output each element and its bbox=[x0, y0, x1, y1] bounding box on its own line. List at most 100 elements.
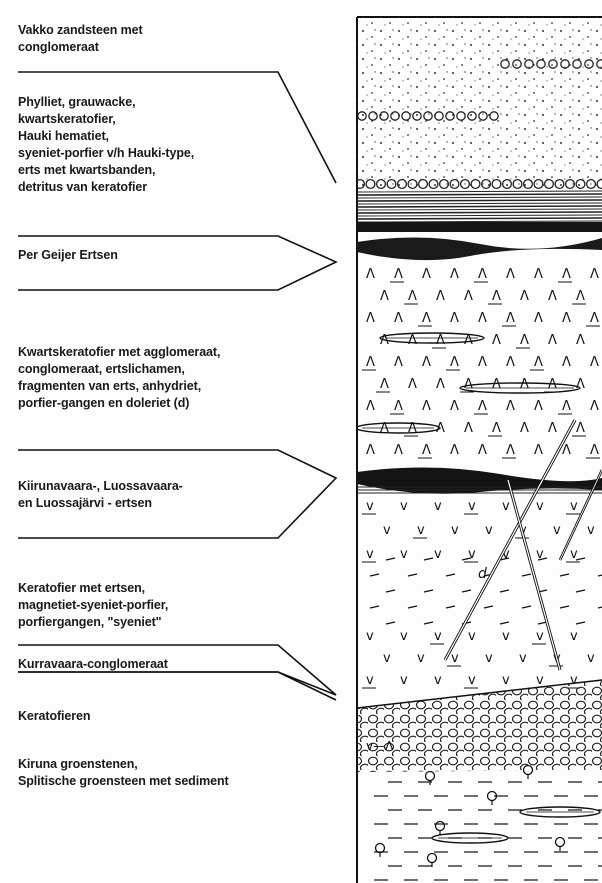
dash bbox=[446, 574, 455, 576]
band-line bbox=[357, 206, 602, 207]
keratophyre-symbol: v bbox=[434, 673, 442, 688]
greenstone-circle bbox=[556, 838, 565, 847]
layer-vakko-sandstone bbox=[357, 17, 602, 187]
keratophyre-symbol: v bbox=[536, 673, 544, 688]
label-keratofieren: Keratofieren bbox=[18, 708, 90, 725]
andesite-symbol: Λ bbox=[548, 289, 557, 304]
dash bbox=[370, 574, 379, 576]
andesite-symbol: Λ bbox=[394, 399, 403, 414]
keratophyre-symbol: v bbox=[366, 499, 374, 514]
andesite-symbol: Λ bbox=[520, 377, 529, 392]
andesite-symbol: Λ bbox=[450, 443, 459, 458]
andesite-symbol: Λ bbox=[408, 289, 417, 304]
keratophyre-symbol: v bbox=[366, 629, 374, 644]
band-line bbox=[357, 221, 602, 222]
keratophyre-symbol: v bbox=[587, 523, 595, 538]
andesite-symbol: Λ bbox=[422, 399, 431, 414]
leader-line-5 bbox=[18, 672, 336, 700]
dolerite-marker: d bbox=[478, 566, 487, 582]
keratophyre-symbol: v bbox=[485, 651, 493, 666]
greenstone-circle bbox=[426, 772, 435, 781]
dash bbox=[576, 622, 585, 624]
andesite-symbol: Λ bbox=[394, 443, 403, 458]
andesite-symbol: Λ bbox=[590, 267, 599, 282]
label-kiirunavaara: Kiirunavaara-, Luossavaara- en Luossajär… bbox=[18, 478, 183, 512]
keratophyre-symbol: v bbox=[400, 499, 408, 514]
andesite-symbol: Λ bbox=[366, 311, 375, 326]
keratophyre-symbol: v bbox=[536, 499, 544, 514]
andesite-symbol: Λ bbox=[520, 289, 529, 304]
dash bbox=[408, 606, 417, 608]
andesite-symbol: Λ bbox=[534, 355, 543, 370]
andesite-symbol: Λ bbox=[380, 289, 389, 304]
dash bbox=[500, 622, 509, 624]
andesite-symbol: Λ bbox=[590, 399, 599, 414]
andesite-symbol: Λ bbox=[562, 267, 571, 282]
andesite-symbol: Λ bbox=[548, 421, 557, 436]
andesite-symbol: Λ bbox=[576, 289, 585, 304]
keratophyre-symbol: v bbox=[451, 651, 459, 666]
label-keratofier: Keratofier met ertsen, magnetiet-syeniet… bbox=[18, 580, 168, 631]
keratophyre-symbol: v bbox=[383, 651, 391, 666]
andesite-symbol: Λ bbox=[422, 355, 431, 370]
band-line bbox=[357, 194, 602, 195]
andesite-symbol: Λ bbox=[366, 443, 375, 458]
andesite-symbol: Λ bbox=[534, 399, 543, 414]
dash bbox=[484, 606, 493, 608]
per-geijer-ore bbox=[357, 237, 602, 260]
label-vakko-sandstone: Vakko zandsteen met conglomeraat bbox=[18, 22, 143, 56]
andesite-symbol: Λ bbox=[422, 311, 431, 326]
andesite-symbol: Λ bbox=[464, 421, 473, 436]
andesite-symbol: Λ bbox=[436, 377, 445, 392]
andesite-symbol: Λ bbox=[506, 267, 515, 282]
andesite-symbol: Λ bbox=[548, 333, 557, 348]
andesite-symbol: Λ bbox=[506, 311, 515, 326]
andesite-symbol: Λ bbox=[492, 289, 501, 304]
dash bbox=[386, 590, 395, 592]
dash bbox=[522, 606, 531, 608]
dash bbox=[462, 590, 471, 592]
dash bbox=[370, 606, 379, 608]
label-phylliet: Phylliet, grauwacke, kwartskeratofier, H… bbox=[18, 94, 194, 196]
andesite-symbol: Λ bbox=[562, 399, 571, 414]
andesite-symbol: Λ bbox=[450, 399, 459, 414]
andesite-symbol: Λ bbox=[590, 311, 599, 326]
keratophyre-symbol: v bbox=[434, 629, 442, 644]
andesite-symbol: Λ bbox=[464, 289, 473, 304]
andesite-symbol: Λ bbox=[450, 267, 459, 282]
band-line bbox=[357, 218, 602, 219]
andesite-symbol: Λ bbox=[590, 443, 599, 458]
andesite-symbol: Λ bbox=[394, 267, 403, 282]
andesite-symbol: Λ bbox=[478, 443, 487, 458]
band-line bbox=[357, 212, 602, 213]
keratophyre-symbol: v bbox=[451, 523, 459, 538]
andesite-symbol: Λ bbox=[366, 399, 375, 414]
keratophyre-symbol: v bbox=[502, 629, 510, 644]
keratophyre-symbol: v bbox=[485, 523, 493, 538]
andesite-symbol: Λ bbox=[366, 355, 375, 370]
andesite-symbol: Λ bbox=[478, 399, 487, 414]
label-groenstenen: Kiruna groenstenen, Splitische groenstee… bbox=[18, 756, 229, 790]
keratophyre-symbol: v bbox=[502, 499, 510, 514]
andesite-symbol: Λ bbox=[506, 355, 515, 370]
andesite-symbol: Λ bbox=[562, 311, 571, 326]
band-line bbox=[357, 191, 602, 192]
band-line bbox=[357, 209, 602, 210]
andesite-symbol: Λ bbox=[492, 333, 501, 348]
andesite-symbol: Λ bbox=[562, 443, 571, 458]
andesite-symbol: Λ bbox=[436, 289, 445, 304]
andesite-symbol: Λ bbox=[520, 421, 529, 436]
keratophyre-symbol: v bbox=[570, 499, 578, 514]
andesite-symbol: Λ bbox=[408, 333, 417, 348]
dash bbox=[424, 622, 433, 624]
andesite-symbol: Λ bbox=[408, 377, 417, 392]
andesite-symbol: Λ bbox=[506, 399, 515, 414]
dark-band bbox=[357, 222, 602, 232]
keratophyre-symbol: v bbox=[400, 629, 408, 644]
greenstone-circle bbox=[428, 854, 437, 863]
andesite-symbol: Λ bbox=[478, 311, 487, 326]
dash bbox=[560, 606, 569, 608]
keratophyre-symbol: v bbox=[519, 651, 527, 666]
andesite-symbol: Λ bbox=[590, 355, 599, 370]
